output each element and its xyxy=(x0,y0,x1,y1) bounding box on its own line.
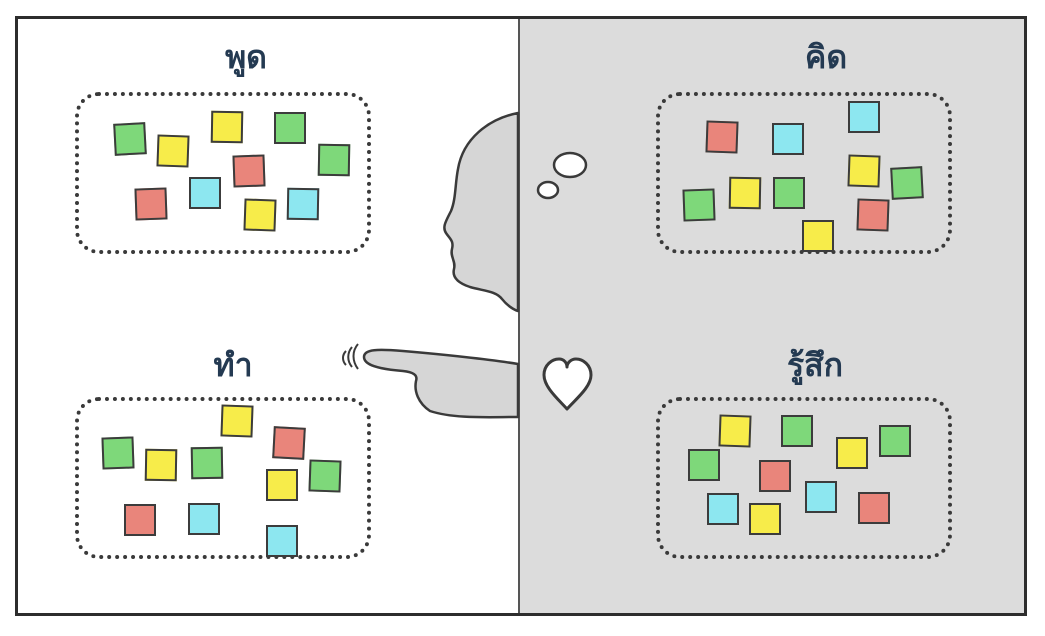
sticky-note-green xyxy=(274,112,306,144)
label-feel: รู้สึก xyxy=(786,346,844,384)
sticky-note-cyan xyxy=(707,493,739,525)
sticky-note-red xyxy=(858,492,890,524)
sticky-note-cyan xyxy=(188,503,220,535)
sticky-note-cyan xyxy=(848,101,880,133)
head-profile-outline xyxy=(443,111,520,313)
thought-bubble-small-icon xyxy=(536,180,560,200)
sticky-note-yellow xyxy=(749,503,781,535)
sticky-note-green xyxy=(879,425,911,457)
label-speak: พูด xyxy=(225,38,267,76)
empathy-map-frame: พูด คิด ทำ รู้สึก xyxy=(15,16,1027,616)
notes-box-do xyxy=(75,397,371,559)
thought-bubble-large-icon xyxy=(552,151,588,179)
notes-box-think xyxy=(656,92,952,254)
sticky-note-green xyxy=(781,415,813,447)
sticky-note-red xyxy=(759,460,791,492)
notes-box-feel xyxy=(656,397,952,559)
sticky-note-green xyxy=(773,177,805,209)
sticky-note-yellow xyxy=(802,220,834,252)
notes-box-speak xyxy=(75,92,371,254)
sticky-note-red xyxy=(124,504,156,536)
sticky-note-cyan xyxy=(189,177,221,209)
sticky-note-green xyxy=(688,449,720,481)
motion-lines-icon xyxy=(342,343,359,370)
sticky-note-yellow xyxy=(266,469,298,501)
label-do: ทำ xyxy=(213,346,253,384)
sticky-note-cyan xyxy=(266,525,298,557)
sticky-note-cyan xyxy=(805,481,837,513)
label-think: คิด xyxy=(804,38,848,76)
heart-icon xyxy=(542,357,593,411)
pointing-arm-outline xyxy=(362,348,520,419)
person-silhouette-illustration xyxy=(342,111,593,419)
sticky-note-cyan xyxy=(772,123,804,155)
sticky-note-yellow xyxy=(836,437,868,469)
